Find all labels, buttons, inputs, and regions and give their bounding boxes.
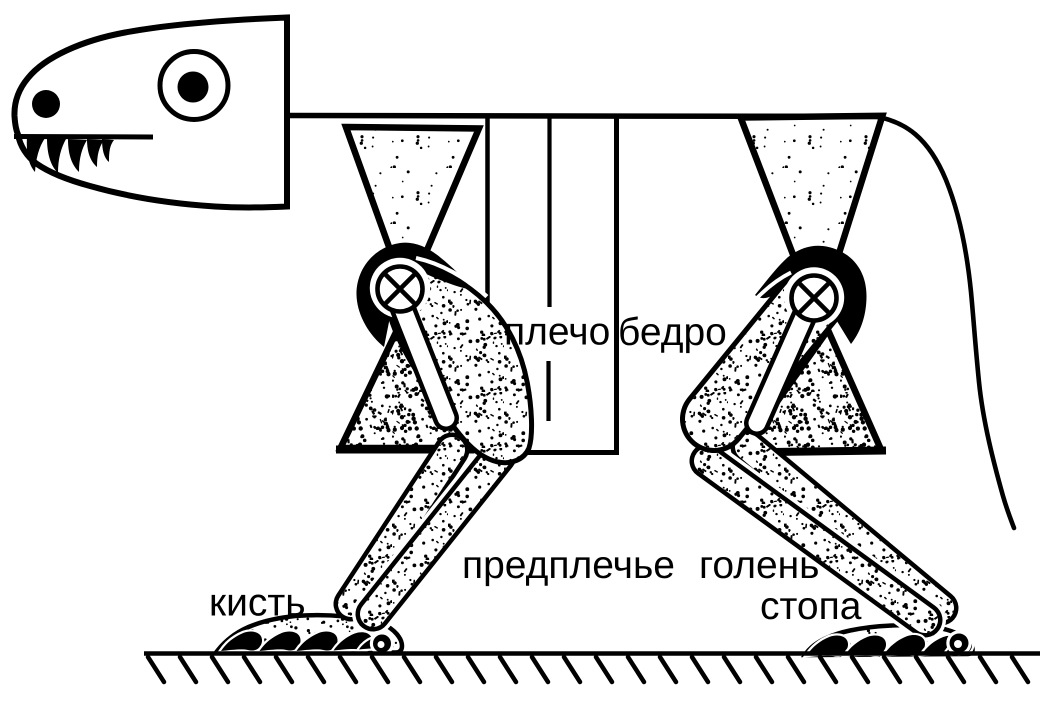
svg-text:предплечье: предплечье — [462, 544, 675, 587]
svg-text:кисть: кисть — [209, 582, 306, 625]
svg-text:стопа: стопа — [760, 585, 862, 628]
svg-text:голень: голень — [699, 544, 820, 587]
svg-text:бедро: бедро — [618, 311, 727, 354]
svg-text:плечо: плечо — [504, 311, 610, 354]
